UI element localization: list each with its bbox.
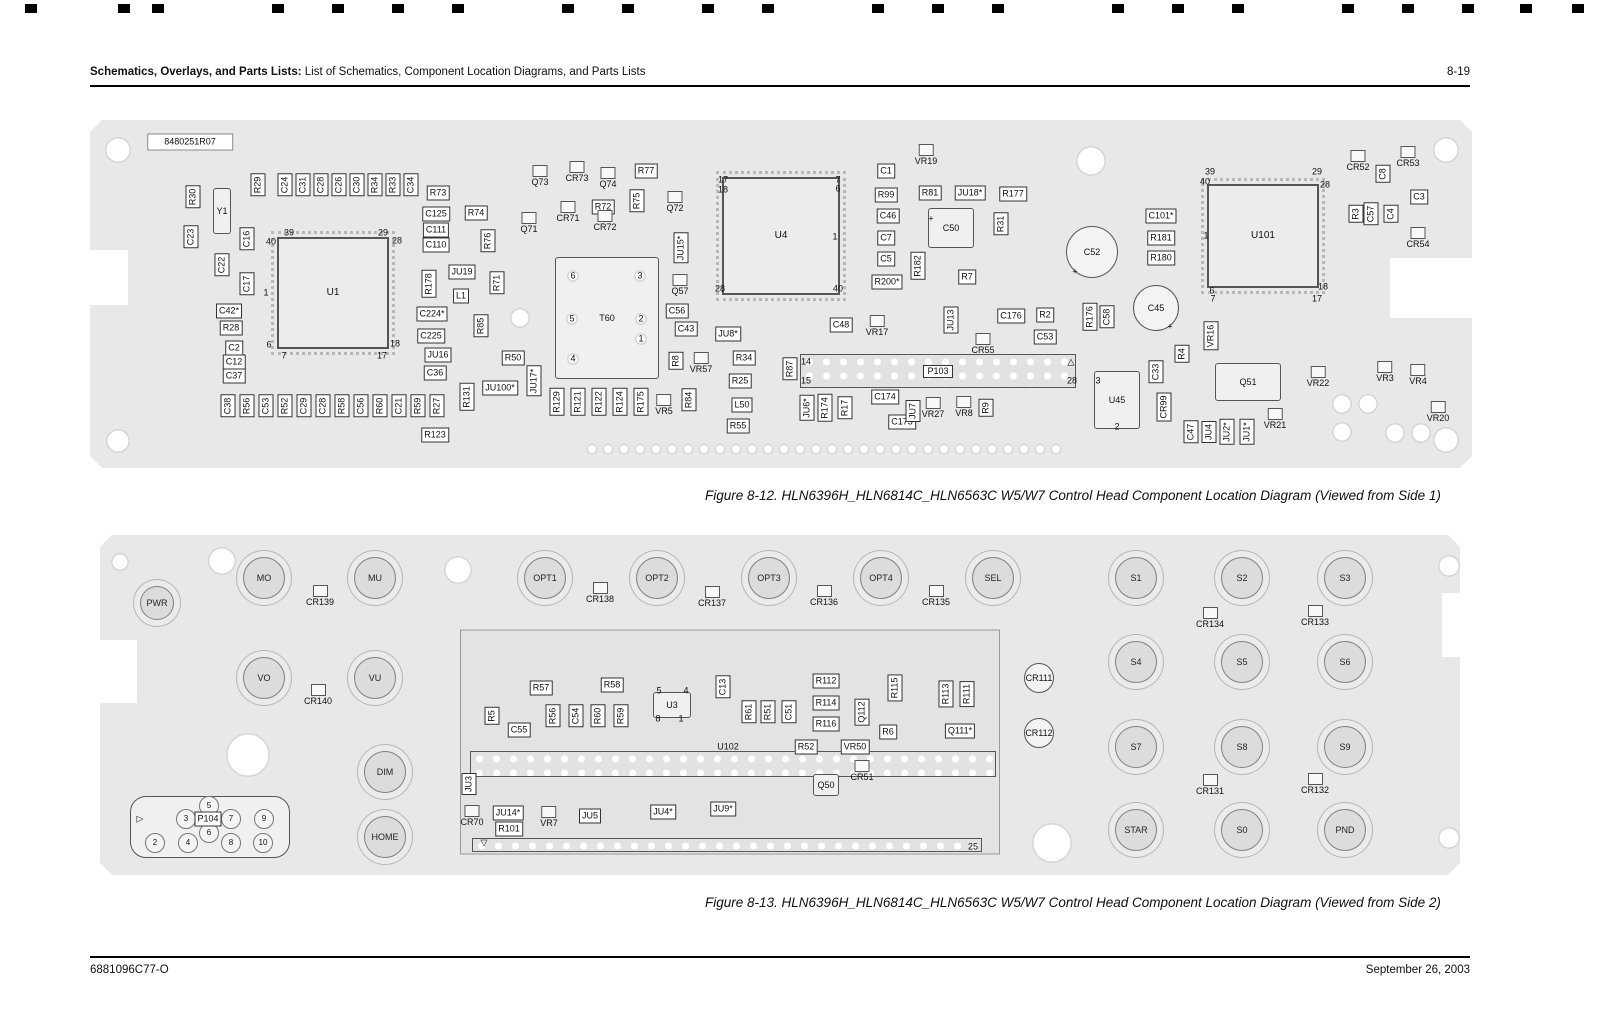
registration-mark	[932, 4, 944, 13]
registration-mark	[332, 4, 344, 13]
header-rule	[90, 85, 1470, 87]
header-title-rest: List of Schematics, Component Location D…	[301, 66, 646, 78]
header-title-bold: Schematics, Overlays, and Parts Lists:	[90, 66, 302, 78]
registration-mark	[1462, 4, 1474, 13]
registration-mark	[1112, 4, 1124, 13]
document-number: 6881096C77-O	[90, 964, 169, 976]
pcb-board-side1	[90, 120, 1472, 468]
registration-mark	[1572, 4, 1584, 13]
registration-mark	[152, 4, 164, 13]
registration-mark	[622, 4, 634, 13]
page-number: 8-19	[1446, 66, 1470, 78]
page-header: Schematics, Overlays, and Parts Lists: L…	[90, 66, 645, 78]
figure-8-13-caption: Figure 8-13. HLN6396H_HLN6814C_HLN6563C …	[705, 895, 1441, 910]
registration-mark	[1342, 4, 1354, 13]
registration-mark	[1520, 4, 1532, 13]
registration-mark	[1402, 4, 1414, 13]
registration-mark	[702, 4, 714, 13]
registration-mark	[25, 4, 37, 13]
registration-mark	[1172, 4, 1184, 13]
registration-mark	[452, 4, 464, 13]
registration-mark	[562, 4, 574, 13]
pcb-board-side2	[100, 535, 1460, 875]
footer-rule	[90, 956, 1470, 958]
registration-mark	[272, 4, 284, 13]
document-date: September 26, 2003	[1365, 964, 1470, 976]
registration-mark	[762, 4, 774, 13]
registration-mark	[118, 4, 130, 13]
registration-mark	[992, 4, 1004, 13]
registration-mark	[1232, 4, 1244, 13]
registration-mark	[872, 4, 884, 13]
registration-mark	[392, 4, 404, 13]
figure-8-12-caption: Figure 8-12. HLN6396H_HLN6814C_HLN6563C …	[705, 488, 1441, 503]
